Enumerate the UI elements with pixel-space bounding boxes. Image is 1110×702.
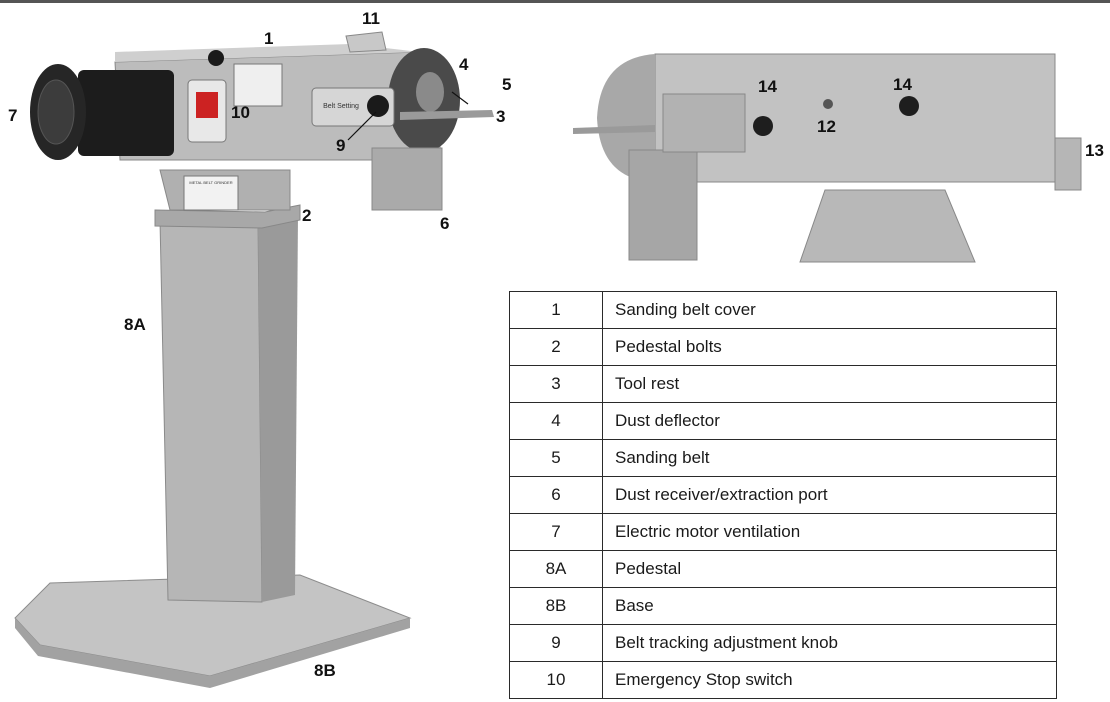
part-description: Dust deflector — [602, 402, 1057, 440]
callout-side-13: 13 — [1085, 141, 1104, 160]
part-number: 10 — [509, 661, 603, 699]
callout-leader — [451, 91, 469, 105]
part-description: Base — [602, 587, 1057, 625]
callout-front-3: 3 — [496, 107, 506, 126]
side-outlet — [1054, 137, 1082, 191]
emergency-stop-button — [196, 92, 218, 118]
callout-front-7: 7 — [8, 106, 18, 125]
part-number: 9 — [509, 624, 603, 662]
callout-front-2: 2 — [302, 206, 312, 225]
callout-front-5: 5 — [502, 75, 512, 94]
part-description: Sanding belt cover — [602, 291, 1057, 329]
callout-side-12: 12 — [817, 117, 836, 136]
part-number: 4 — [509, 402, 603, 440]
callout-front-1: 1 — [264, 29, 274, 48]
dust-deflector — [345, 31, 387, 53]
motor-body — [78, 70, 174, 156]
part-number: 8B — [509, 587, 603, 625]
callout-side-14-right: 14 — [893, 75, 912, 94]
tracking-label: Belt Setting — [323, 103, 359, 110]
housing-top — [115, 44, 420, 62]
part-number: 2 — [509, 328, 603, 366]
side-base — [799, 189, 976, 263]
callout-front-6: 6 — [440, 214, 450, 233]
front-view-figure: METAL BELT GRINDER Belt Setting — [14, 31, 494, 688]
motor-vent-grille — [37, 79, 75, 145]
side-view-figure — [573, 53, 1082, 263]
callout-side-14-left: 14 — [758, 77, 777, 96]
callout-front-11: 11 — [362, 9, 380, 28]
callout-front-9: 9 — [336, 136, 346, 155]
pedestal-column-front — [159, 219, 263, 603]
part-description: Sanding belt — [602, 439, 1057, 477]
top-handle-knob — [208, 50, 224, 66]
part-number: 1 — [509, 291, 603, 329]
dust-receiver — [371, 147, 443, 211]
part-description: Belt tracking adjustment knob — [602, 624, 1057, 662]
part-description: Pedestal — [602, 550, 1057, 588]
pedestal-flange — [154, 204, 301, 229]
warning-label — [233, 63, 283, 107]
part-number: 7 — [509, 513, 603, 551]
top-rule — [0, 0, 1110, 3]
side-knob-right — [899, 96, 919, 116]
side-lower-spout — [628, 149, 698, 261]
part-description: Pedestal bolts — [602, 328, 1057, 366]
tracking-knob-icon — [367, 95, 389, 117]
side-knob-left — [753, 116, 773, 136]
pedestal-column-side — [258, 214, 298, 602]
part-description: Electric motor ventilation — [602, 513, 1057, 551]
part-number: 8A — [509, 550, 603, 588]
part-description: Emergency Stop switch — [602, 661, 1057, 699]
label-plate — [183, 175, 239, 211]
side-port-12 — [823, 99, 833, 109]
callout-front-10: 10 — [231, 103, 250, 122]
part-number: 6 — [509, 476, 603, 514]
side-tool-rest — [573, 125, 655, 134]
part-description: Tool rest — [602, 365, 1057, 403]
callout-leader — [347, 111, 377, 141]
belt-wheel-inner — [416, 72, 444, 112]
callout-front-8a: 8A — [124, 315, 146, 334]
tool-rest — [400, 110, 494, 120]
callout-front-8b: 8B — [314, 661, 336, 680]
label-plate-text: METAL BELT GRINDER — [189, 180, 232, 185]
part-description: Dust receiver/extraction port — [602, 476, 1057, 514]
callout-front-4: 4 — [459, 55, 469, 74]
part-number: 3 — [509, 365, 603, 403]
side-access-plate — [662, 93, 746, 153]
part-number: 5 — [509, 439, 603, 477]
